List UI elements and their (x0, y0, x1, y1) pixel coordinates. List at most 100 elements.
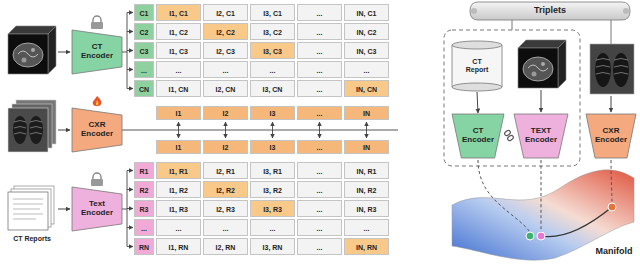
similarity-cell: I3, R1 (250, 162, 295, 179)
similarity-cell: I3, C1 (250, 4, 295, 21)
chain-icon (504, 130, 514, 142)
embedding-cell: C2 (134, 23, 154, 40)
similarity-cell: ... (297, 61, 342, 78)
embedding-cell: C3 (134, 42, 154, 59)
pair-group (444, 30, 580, 166)
similarity-cell: I3, CN (250, 80, 295, 97)
geodesic-line (541, 207, 612, 237)
embedding-cell: IN (344, 140, 389, 154)
cxr-point (608, 203, 616, 211)
similarity-cell: I2, C2 (203, 23, 248, 40)
embedding-cell: R3 (134, 200, 154, 217)
similarity-cell: ... (344, 61, 389, 78)
report-scroll: CT Report (452, 40, 502, 92)
similarity-cell: I3, RN (250, 238, 295, 255)
similarity-cell: I3, R2 (250, 181, 295, 198)
outline-path (452, 114, 504, 158)
embedding-cell: ... (134, 61, 154, 78)
embedding-cell: R2 (134, 181, 154, 198)
similarity-cell: ... (156, 219, 201, 236)
similarity-cell: IN, R1 (344, 162, 389, 179)
encoder-block: CXR Encoder (586, 114, 636, 158)
similarity-cell: IN, C1 (344, 4, 389, 21)
banner-curl (623, 8, 629, 14)
text-point (537, 232, 545, 240)
similarity-cell: I3, C2 (250, 23, 295, 40)
embedding-cell: I2 (203, 140, 248, 154)
similarity-cell: I3, C3 (250, 42, 295, 59)
input-arrow (58, 130, 70, 131)
similarity-cell: ... (203, 61, 248, 78)
input-arrow (58, 52, 70, 53)
scroll-roll (452, 83, 502, 91)
fire-icon (93, 96, 101, 106)
embedding-cell: ... (297, 106, 342, 120)
similarity-cell: I1, R1 (156, 162, 201, 179)
similarity-cell: ... (297, 23, 342, 40)
similarity-cell: I2, C1 (203, 4, 248, 21)
input-arrow (58, 209, 70, 210)
similarity-cell: IN, RN (344, 238, 389, 255)
embedding-cell: R1 (134, 162, 154, 179)
encoder-block: CT Encoder (72, 30, 122, 74)
similarity-cell: I2, R3 (203, 200, 248, 217)
similarity-cell: IN, R3 (344, 200, 389, 217)
similarity-cell: I1, C1 (156, 4, 201, 21)
similarity-cell: I2, CN (203, 80, 248, 97)
node-text: TEXT Encoder (519, 127, 563, 145)
similarity-cell: ... (297, 162, 342, 179)
encoder-block: Text Encoder (72, 187, 122, 231)
embedding-cell: CN (134, 80, 154, 97)
outline-path (72, 108, 122, 152)
similarity-cell: ... (297, 4, 342, 21)
outline-path (452, 45, 502, 87)
similarity-cell: ... (156, 61, 201, 78)
report-stack (8, 186, 54, 230)
input-arrow (541, 90, 542, 112)
region-label: Manifold (590, 245, 638, 258)
cxr-image (590, 44, 634, 94)
similarity-cell: ... (250, 219, 295, 236)
similarity-cell: I2, R2 (203, 181, 248, 198)
ct-volume (518, 40, 566, 88)
scroll-roll (452, 41, 502, 49)
outline-path (586, 114, 636, 158)
embedding-cell: ... (134, 219, 154, 236)
similarity-cell: ... (344, 219, 389, 236)
encoder-block: TEXT Encoder (514, 114, 568, 158)
outline-path (514, 114, 568, 158)
embedding-cell: IN (344, 106, 389, 120)
embedding-cell: ... (297, 140, 342, 154)
similarity-cell: I1, CN (156, 80, 201, 97)
similarity-cell: ... (297, 200, 342, 217)
embedding-cell: I3 (250, 106, 295, 120)
similarity-cell: I1, C3 (156, 42, 201, 59)
similarity-cell: IN, CN (344, 80, 389, 97)
similarity-cell: I1, R3 (156, 200, 201, 217)
similarity-cell: I2, R1 (203, 162, 248, 179)
node-text: CT Report (462, 58, 492, 73)
encoder-block: CXR Encoder (72, 108, 122, 152)
similarity-cell: I1, R2 (156, 181, 201, 198)
similarity-cell: IN, C3 (344, 42, 389, 59)
similarity-cell: I2, C3 (203, 42, 248, 59)
cxr-stack (8, 100, 56, 152)
similarity-cell: I2, RN (203, 238, 248, 255)
similarity-cell: I1, RN (156, 238, 201, 255)
node-text: Text Encoder (77, 200, 117, 218)
node-text: CXR Encoder (591, 127, 631, 145)
encoder-block: CT Encoder (452, 114, 504, 158)
source-caption: CT Reports (2, 233, 62, 244)
similarity-cell: ... (250, 61, 295, 78)
input-arrow (611, 96, 612, 112)
node-text: CT Encoder (457, 127, 499, 145)
outline-path (470, 2, 630, 20)
embedding-cell: RN (134, 238, 154, 255)
similarity-cell: IN, R2 (344, 181, 389, 198)
outline-path (72, 30, 122, 74)
similarity-cell: ... (297, 80, 342, 97)
ct-volume (8, 26, 56, 74)
ct-point (526, 232, 534, 240)
similarity-cell: ... (203, 219, 248, 236)
